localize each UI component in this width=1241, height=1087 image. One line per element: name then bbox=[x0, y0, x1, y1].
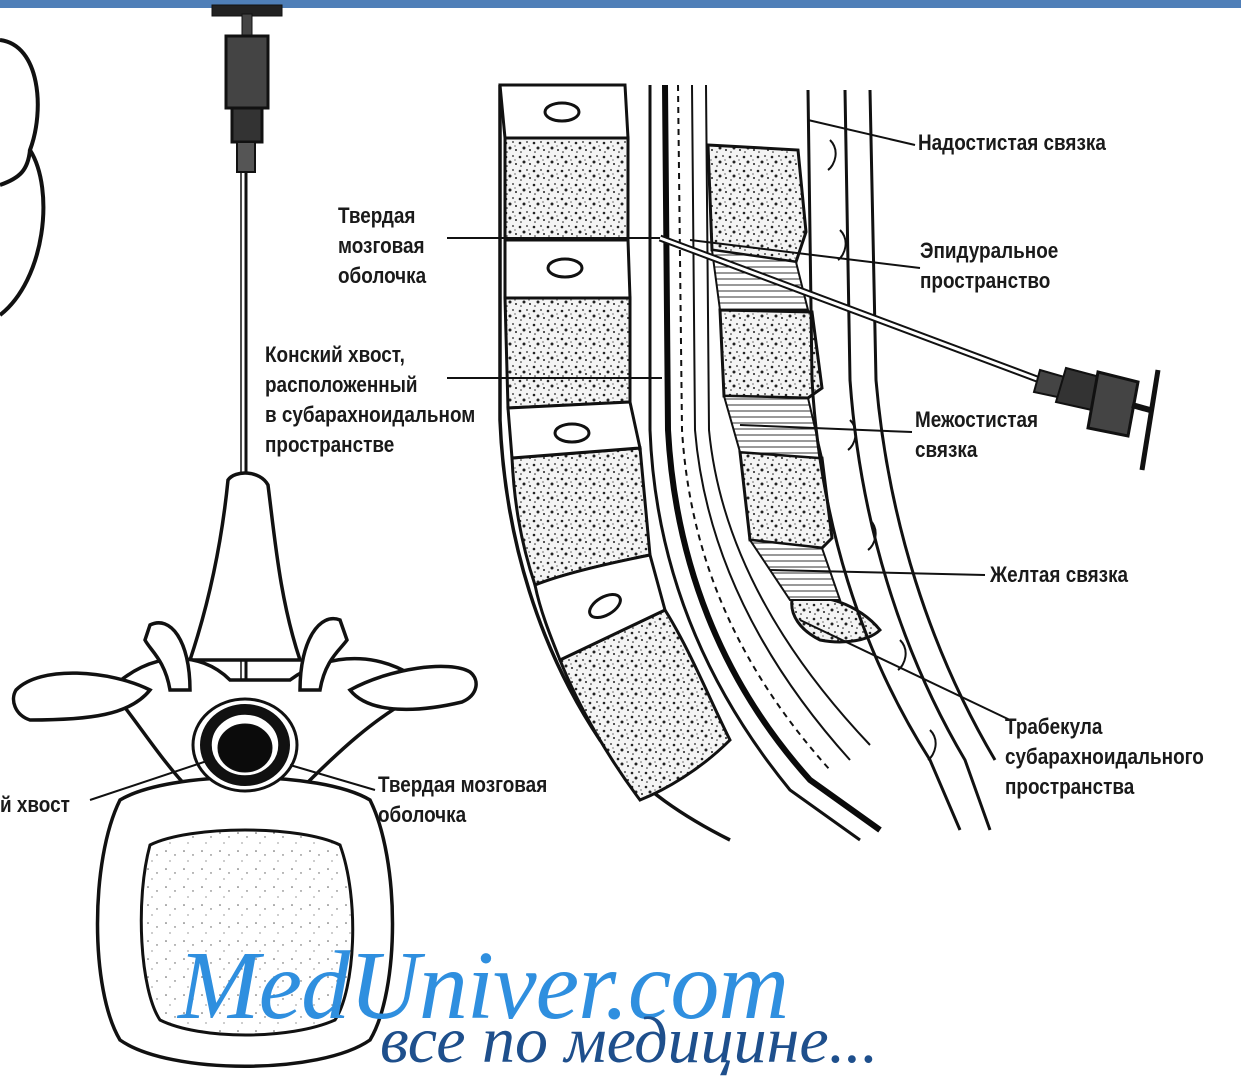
label-line: субарахноидального bbox=[1005, 742, 1204, 772]
label-ligamentum-flavum: Желтая связка bbox=[990, 560, 1128, 590]
label-line: в субарахноидальном bbox=[265, 400, 475, 430]
label-dura-mater-transverse: Твердая мозговая оболочка bbox=[378, 770, 547, 830]
label-interspinous-ligament: Межостистая связка bbox=[915, 405, 1038, 465]
top-bar bbox=[0, 0, 1241, 8]
label-epidural-space: Эпидуральное пространство bbox=[920, 236, 1058, 296]
label-line: Конский хвост, bbox=[265, 340, 475, 370]
label-line: расположенный bbox=[265, 370, 475, 400]
left-edge-vertebra-fragment bbox=[0, 40, 43, 315]
label-cauda-equina: Конский хвост, расположенный в субарахно… bbox=[265, 340, 475, 460]
label-line: связка bbox=[915, 435, 1038, 465]
label-line: пространстве bbox=[265, 430, 475, 460]
label-line: оболочка bbox=[378, 800, 547, 830]
watermark-tagline: все по медицине... bbox=[380, 1006, 878, 1076]
label-line: й хвост bbox=[0, 790, 70, 820]
label-cauda-equina-transverse: й хвост bbox=[0, 790, 70, 820]
label-line: Трабекула bbox=[1005, 712, 1204, 742]
label-line: Межостистая bbox=[915, 405, 1038, 435]
label-supraspinous-ligament: Надостистая связка bbox=[918, 128, 1106, 158]
label-line: Надостистая связка bbox=[918, 128, 1106, 158]
label-line: Твердая bbox=[338, 201, 426, 231]
spinal-canal bbox=[193, 699, 297, 791]
vertebral-column-sagittal bbox=[500, 85, 730, 840]
label-line: пространства bbox=[1005, 772, 1204, 802]
label-dura-mater-sagittal: Твердая мозговая оболочка bbox=[338, 201, 426, 291]
label-line: Желтая связка bbox=[990, 560, 1128, 590]
label-line: пространство bbox=[920, 266, 1058, 296]
label-line: Эпидуральное bbox=[920, 236, 1058, 266]
label-line: Твердая мозговая bbox=[378, 770, 547, 800]
label-line: оболочка bbox=[338, 261, 426, 291]
label-line: мозговая bbox=[338, 231, 426, 261]
label-subarachnoid-trabecula: Трабекула субарахноидального пространств… bbox=[1005, 712, 1204, 802]
spinous-processes bbox=[708, 145, 880, 642]
